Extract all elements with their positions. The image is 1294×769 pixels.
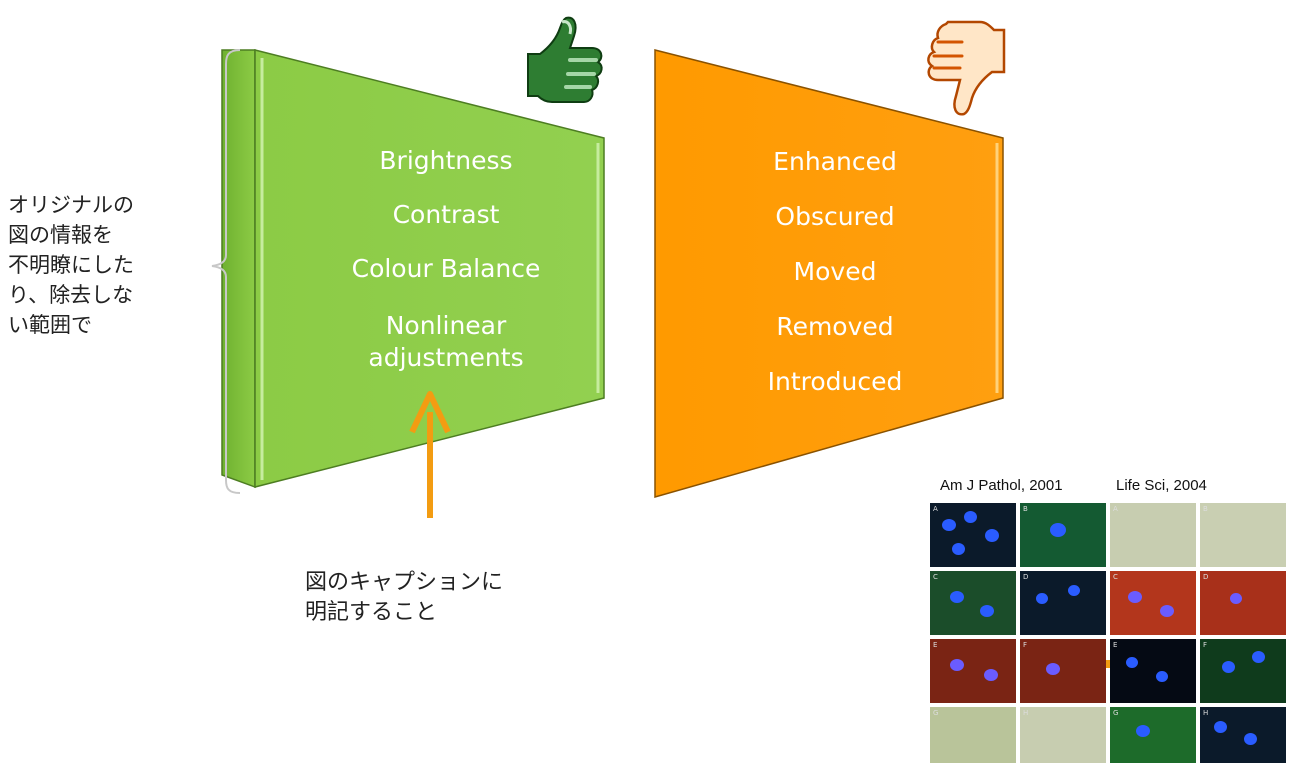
figure-panel: F <box>1200 639 1286 703</box>
orange-item: Introduced <box>767 367 903 396</box>
thumbs-up-icon <box>527 16 603 103</box>
figure-panel: C <box>1110 571 1196 635</box>
figure-panel: D <box>1200 571 1286 635</box>
figure-panel: C <box>930 571 1016 635</box>
green-item: Brightness <box>379 146 513 175</box>
orange-panel <box>654 49 1004 498</box>
figure-panel: A <box>930 503 1016 567</box>
orange-list: Enhanced Obscured Moved Removed Introduc… <box>690 148 980 423</box>
figure-panel: H <box>1200 707 1286 763</box>
figure-panel: E <box>930 639 1016 703</box>
green-panel <box>221 49 605 489</box>
figure-panel: E <box>1110 639 1196 703</box>
orange-item: Moved <box>793 257 877 286</box>
side-note: オリジナルの 図の情報を 不明瞭にした り、除去しな い範囲で <box>8 193 134 337</box>
figure-panel: B <box>1200 503 1286 567</box>
orange-item: Removed <box>776 312 894 341</box>
figure-panel: F <box>1020 639 1106 703</box>
green-item: Nonlinear adjustments <box>368 311 524 372</box>
up-arrow <box>409 391 451 518</box>
figure-panel: H <box>1020 707 1106 763</box>
orange-item: Enhanced <box>773 147 897 176</box>
reference-label: Life Sci, 2004 <box>1116 477 1207 494</box>
reference-label: Am J Pathol, 2001 <box>940 477 1063 494</box>
figure-grid-left: A B C D E F G H <box>928 501 1108 765</box>
thumbs-down-icon <box>927 20 1006 116</box>
figure-grid-right: A B C D E F G H <box>1108 501 1288 765</box>
figure-panel: G <box>930 707 1016 763</box>
figure-panel: B <box>1020 503 1106 567</box>
figure-panel: A <box>1110 503 1196 567</box>
green-item: Colour Balance <box>351 254 541 283</box>
figure-panel: G <box>1110 707 1196 763</box>
figure-panel: D <box>1020 571 1106 635</box>
bracket <box>211 49 241 494</box>
orange-item: Obscured <box>775 202 895 231</box>
green-item: Contrast <box>392 200 500 229</box>
green-list: Brightness Contrast Colour Balance Nonli… <box>300 148 592 402</box>
caption-note: 図のキャプションに 明記すること <box>305 570 504 625</box>
